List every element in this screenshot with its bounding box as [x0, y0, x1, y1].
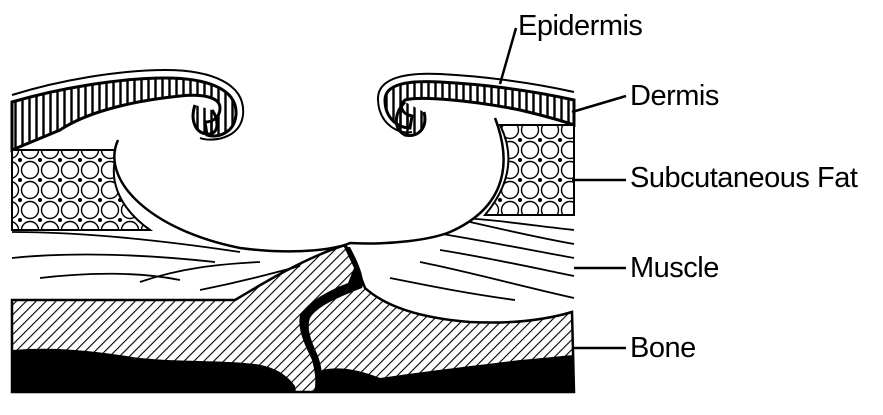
- dermis-leader: [572, 96, 626, 112]
- label-bone: Bone: [630, 334, 696, 363]
- epidermis-leader: [500, 28, 516, 84]
- label-muscle: Muscle: [630, 254, 719, 283]
- label-epidermis: Epidermis: [518, 12, 642, 41]
- label-subcutaneous-fat: Subcutaneous Fat: [630, 164, 857, 193]
- skin-curl-left: [193, 105, 217, 134]
- wound-cavity: [114, 118, 503, 251]
- skin-curl-right: [396, 102, 425, 136]
- label-dermis: Dermis: [630, 82, 719, 111]
